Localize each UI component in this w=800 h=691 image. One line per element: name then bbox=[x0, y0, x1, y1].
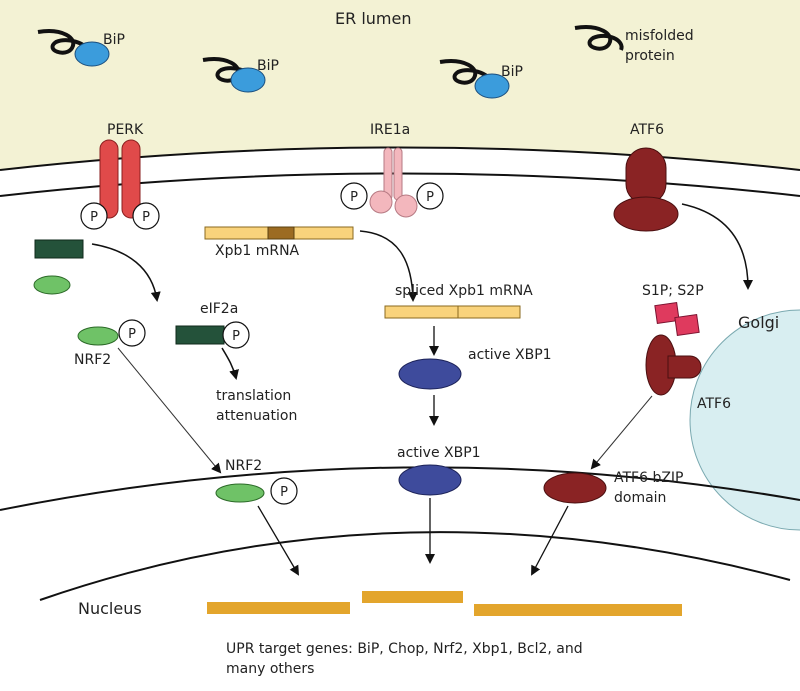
nrf2-oval bbox=[77, 326, 119, 346]
phospho-label: P bbox=[280, 485, 288, 500]
bip-oval bbox=[230, 67, 266, 93]
ire1a-label: IRE1a bbox=[370, 122, 411, 138]
phospho-circle bbox=[416, 182, 444, 210]
nuclear-envelope-outer bbox=[0, 466, 800, 511]
nucleus-label: Nucleus bbox=[78, 599, 142, 618]
xpb1-mrna-intron bbox=[267, 226, 295, 240]
phospho-circle bbox=[270, 477, 298, 505]
perk-label: PERK bbox=[107, 122, 144, 138]
spliced-xpb1-mrna-label: spliced Xpb1 mRNA bbox=[395, 283, 533, 299]
perk-receptor-left bbox=[99, 139, 119, 219]
atf6-golgi-label: ATF6 bbox=[697, 396, 732, 412]
atf6-bzip-label-line1: ATF6 bZIP bbox=[614, 470, 684, 486]
phospho-circle bbox=[222, 321, 250, 349]
arrow-nrf2-to-genes bbox=[257, 505, 300, 576]
bip-oval bbox=[474, 73, 510, 99]
atf6-receptor-base bbox=[613, 196, 679, 232]
arrow-atf6-to-golgi bbox=[681, 203, 753, 290]
misfolded-protein-label-line1: misfolded bbox=[625, 28, 694, 44]
er-lumen bbox=[0, 0, 800, 170]
s1p-protease bbox=[654, 301, 680, 325]
phospho-circle bbox=[80, 202, 108, 230]
phospho-label: P bbox=[232, 329, 240, 344]
target-genes-line2: many others bbox=[226, 661, 315, 677]
nuclear-envelope-inner bbox=[39, 531, 791, 601]
atf6-bzip-oval bbox=[543, 472, 607, 504]
nrf2-oval bbox=[33, 275, 71, 295]
bip-label: BiP bbox=[257, 58, 279, 74]
active-xbp1-nuclear-label: active XBP1 bbox=[397, 445, 481, 461]
active-xbp1-oval bbox=[398, 358, 462, 390]
ire1a-stalk bbox=[393, 147, 403, 201]
s1p-s2p-label: S1P; S2P bbox=[642, 283, 704, 299]
arrow-translation bbox=[221, 347, 239, 380]
ire1a-kinase-domain bbox=[394, 194, 418, 218]
target-gene-bar bbox=[474, 604, 682, 616]
target-gene-bar bbox=[207, 602, 350, 614]
phospho-circle bbox=[132, 202, 160, 230]
translation-attenuation-line1: translation bbox=[216, 388, 292, 404]
golgi-label: Golgi bbox=[738, 313, 780, 332]
misfolded-protein-squiggle bbox=[574, 25, 624, 51]
xpb1-mrna-label: Xpb1 mRNA bbox=[215, 243, 300, 259]
active-xbp1-nuclear-oval bbox=[398, 464, 462, 496]
misfolded-protein-squiggle bbox=[37, 29, 91, 55]
atf6-bzip-label-line2: domain bbox=[614, 490, 667, 506]
bip-label: BiP bbox=[501, 64, 523, 80]
ire1a-kinase-domain bbox=[369, 190, 393, 214]
s2p-protease bbox=[674, 313, 700, 337]
active-xbp1-label: active XBP1 bbox=[468, 347, 552, 363]
phospho-label: P bbox=[426, 190, 434, 205]
golgi-body bbox=[689, 309, 800, 531]
phospho-label: P bbox=[90, 210, 98, 225]
translation-attenuation-line2: attenuation bbox=[216, 408, 298, 424]
arrow-nrf2-to-nucleus bbox=[117, 347, 222, 474]
nrf2-label: NRF2 bbox=[74, 352, 112, 368]
misfolded-protein-label-line2: protein bbox=[625, 48, 675, 64]
bip-oval bbox=[74, 41, 110, 67]
phospho-circle bbox=[340, 182, 368, 210]
phospho-label: P bbox=[142, 210, 150, 225]
bip-label: BiP bbox=[103, 32, 125, 48]
arrow-mrna-splicing bbox=[359, 230, 418, 302]
atf6-label: ATF6 bbox=[630, 122, 665, 138]
arrow-bzip-to-genes bbox=[531, 505, 569, 576]
perk-receptor-right bbox=[121, 139, 141, 219]
target-gene-bar bbox=[362, 591, 463, 603]
phospho-label: P bbox=[350, 190, 358, 205]
atf6-receptor-body bbox=[625, 147, 667, 205]
atf6-golgi-tail bbox=[667, 355, 702, 379]
nrf2-oval bbox=[215, 483, 265, 503]
arrow-eif2a-to-nrf2 bbox=[91, 243, 161, 302]
phospho-circle bbox=[118, 319, 146, 347]
spliced-mrna-bar bbox=[384, 305, 521, 319]
eif2a-block bbox=[34, 239, 84, 259]
eif2a-block bbox=[175, 325, 225, 345]
phospho-label: P bbox=[128, 327, 136, 342]
er-lumen-label: ER lumen bbox=[335, 9, 412, 28]
eif2a-label: eIF2a bbox=[200, 301, 239, 317]
target-genes-line1: UPR target genes: BiP, Chop, Nrf2, Xbp1,… bbox=[226, 641, 583, 657]
nrf2-nuclear-label: NRF2 bbox=[225, 458, 263, 474]
misfolded-protein-squiggle bbox=[439, 59, 493, 85]
arrow-atf6-to-nucleus bbox=[590, 395, 653, 470]
